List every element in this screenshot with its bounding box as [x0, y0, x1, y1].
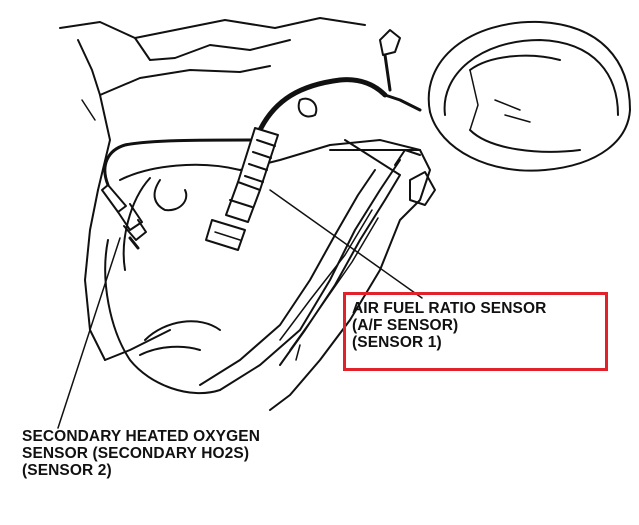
af-sensor-highlight-box — [343, 292, 608, 371]
secondary-sensor-label-line-3: (SENSOR 2) — [22, 462, 112, 479]
af-sensor-harness — [257, 29, 422, 133]
af-sensor-label-line-1: AIR FUEL RATIO SENSOR — [352, 300, 547, 317]
af-leader-line — [269, 189, 423, 299]
secondary-sensor-label-line-2: SENSOR (SECONDARY HO2S) — [22, 445, 250, 462]
af-sensor-label-line-3: (SENSOR 1) — [352, 334, 442, 351]
af-sensor — [205, 127, 279, 251]
pulley-component — [427, 20, 631, 172]
secondary-sensor-label: SECONDARY HEATED OXYGEN SENSOR (SECONDAR… — [22, 428, 260, 479]
heat-shield — [269, 139, 436, 411]
o2-leader-line — [57, 237, 121, 429]
secondary-sensor-label-line-1: SECONDARY HEATED OXYGEN — [22, 428, 260, 445]
body-panel — [59, 17, 366, 361]
secondary-o2-sensor — [101, 138, 252, 250]
exhaust-manifold — [104, 139, 421, 395]
af-sensor-label: AIR FUEL RATIO SENSOR (A/F SENSOR) (SENS… — [352, 300, 546, 351]
af-sensor-label-line-2: (A/F SENSOR) — [352, 317, 459, 334]
